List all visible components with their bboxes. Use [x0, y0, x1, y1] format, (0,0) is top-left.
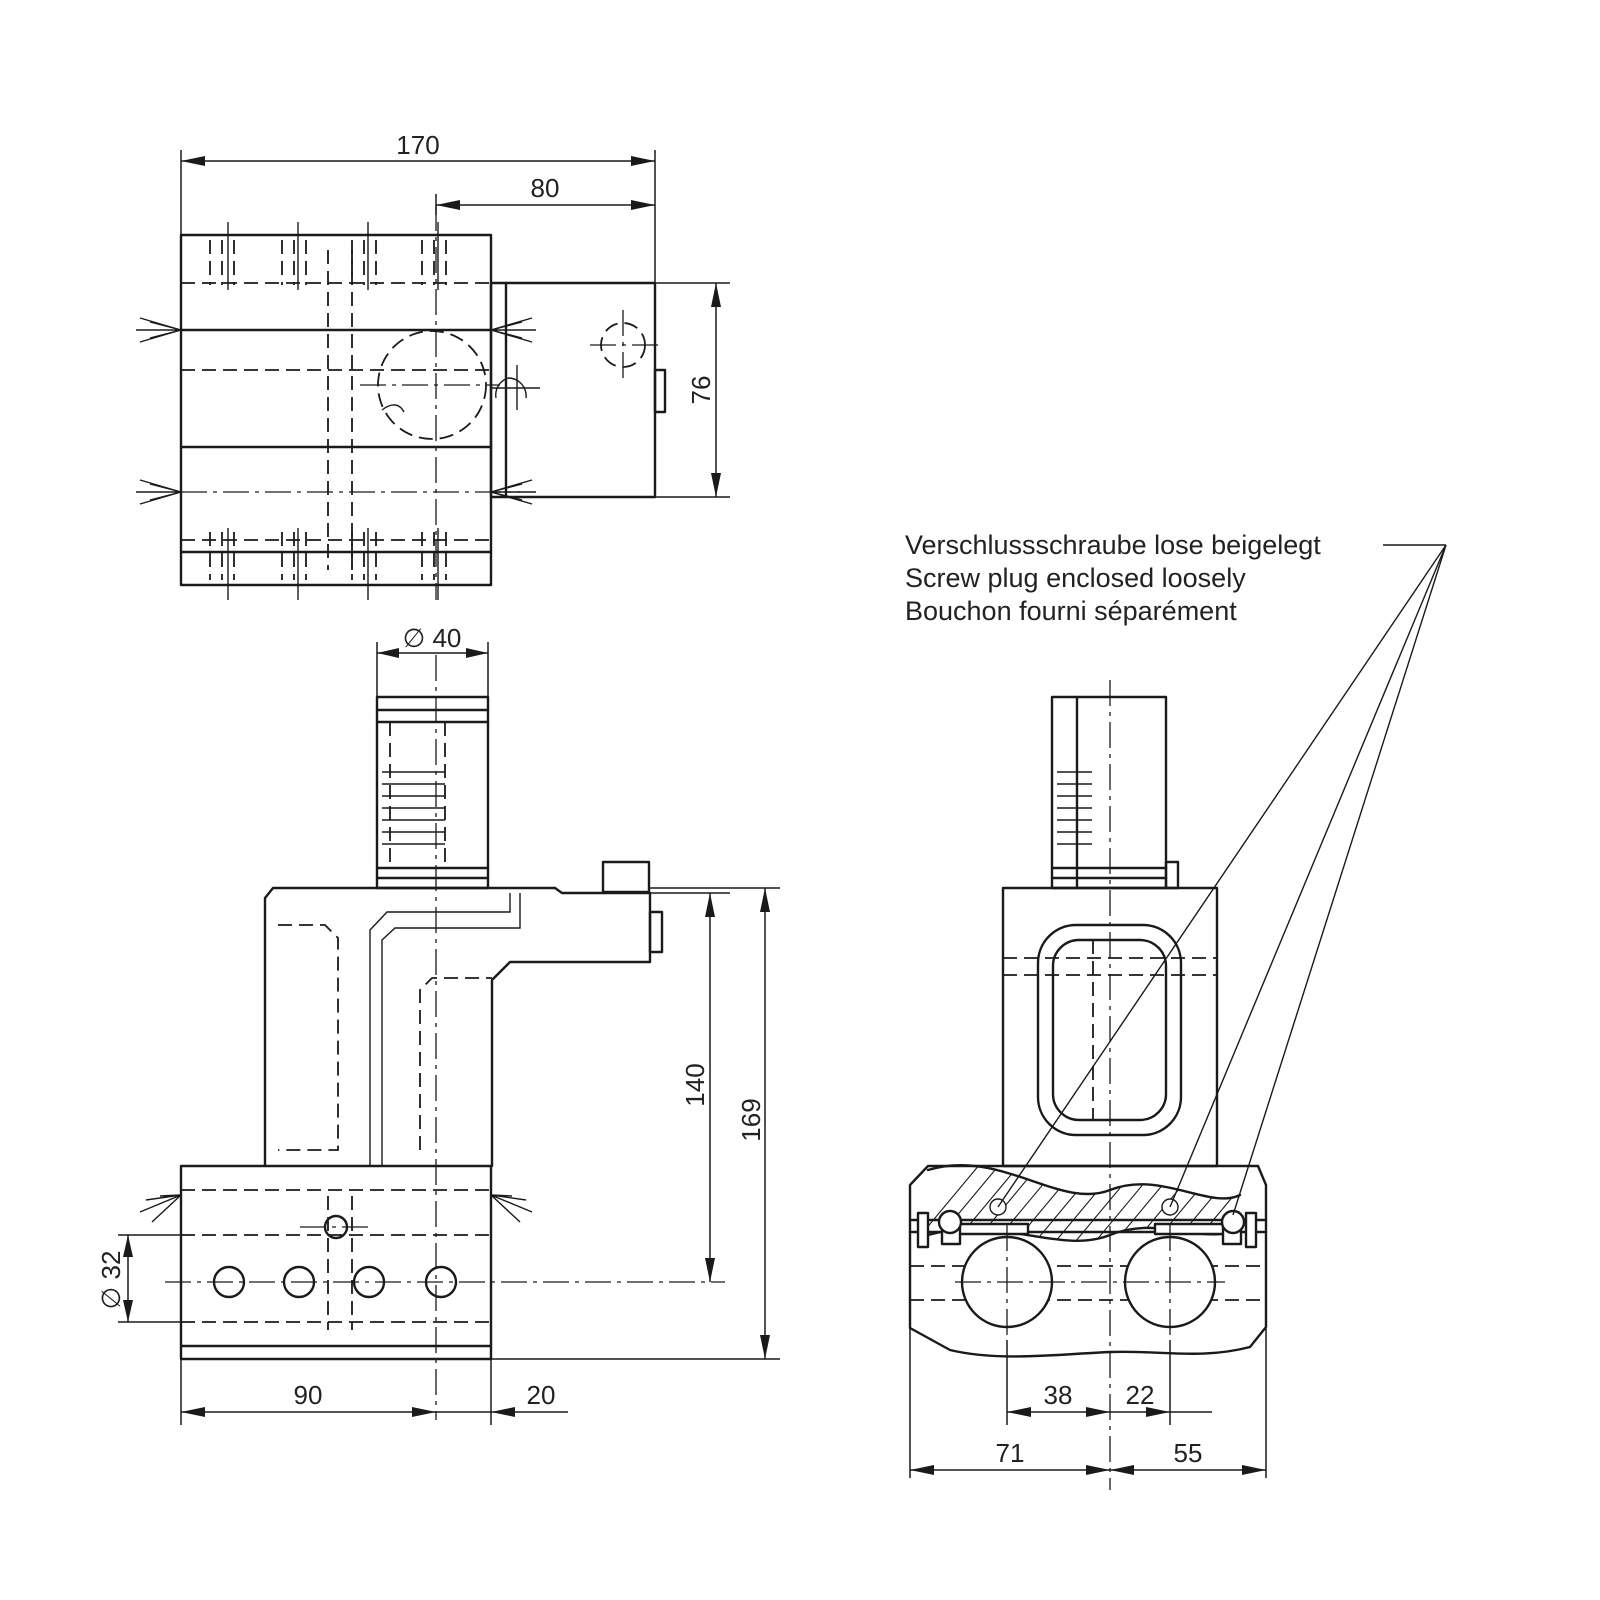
top-view [136, 205, 667, 600]
front-view [139, 655, 725, 1420]
dim-80-label: 80 [531, 173, 560, 203]
dim-shank-diameter: ∅ 40 [376, 623, 489, 697]
dim-overall-width: 170 [180, 130, 656, 283]
dim-170-label: 170 [396, 130, 439, 160]
dim-bottom-offsets: 90 20 [180, 1359, 568, 1425]
dim-22-label: 22 [1126, 1380, 1155, 1410]
dim-height-169: 169 [491, 887, 780, 1360]
dim-side-inner: 38 22 [1006, 1340, 1212, 1425]
dim-side-outer: 71 55 [909, 1327, 1267, 1478]
dim-20-label: 20 [527, 1380, 556, 1410]
dim-bore-diameter: ∅ 32 [96, 1234, 181, 1323]
coolant-nozzle-marks [136, 317, 536, 505]
note-line-english: Screw plug enclosed loosely [905, 563, 1246, 593]
side-view [908, 680, 1268, 1490]
note-line-french: Bouchon fourni séparément [905, 596, 1237, 626]
dim-height-140: 140 [650, 892, 730, 1282]
dim-offset-80: 80 [435, 173, 655, 215]
dim-diameter-40-label: ∅ 40 [403, 623, 462, 653]
screw-plug-note: Verschlussschraube lose beigelegt Screw … [905, 530, 1447, 1216]
screw-plugs [916, 1198, 1258, 1249]
note-line-german: Verschlussschraube lose beigelegt [905, 530, 1321, 560]
dim-140-label: 140 [680, 1063, 710, 1106]
dim-diameter-32-label: ∅ 32 [96, 1251, 126, 1310]
dim-38-label: 38 [1044, 1380, 1073, 1410]
dim-90-label: 90 [294, 1380, 323, 1410]
dim-169-label: 169 [736, 1098, 766, 1141]
top-view-bolt-holes [209, 222, 447, 600]
dim-55-label: 55 [1174, 1438, 1203, 1468]
dim-71-label: 71 [996, 1438, 1025, 1468]
dim-height-76: 76 [655, 282, 730, 498]
dim-76-label: 76 [686, 376, 716, 405]
